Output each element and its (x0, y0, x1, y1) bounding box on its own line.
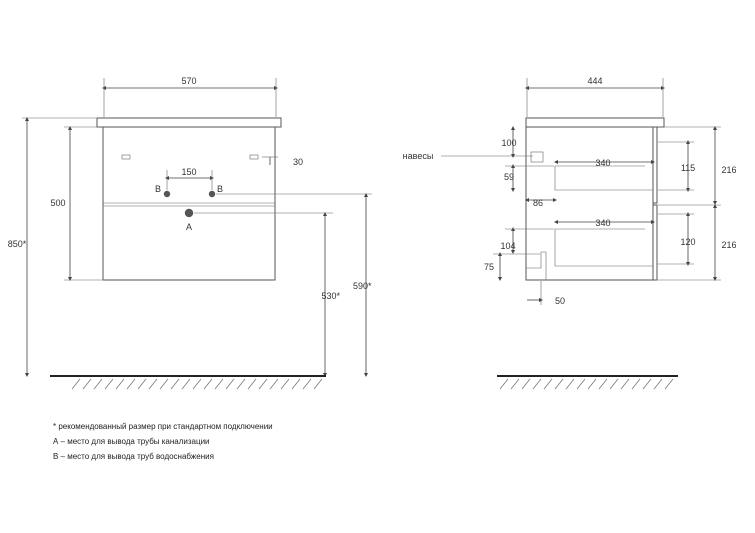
hatch-stroke (521, 378, 531, 390)
hatch-stroke (137, 378, 147, 390)
water-hole-left (163, 190, 171, 198)
legend-notes: * рекомендованный размер при стандартном… (53, 422, 273, 461)
dim-59: 59 (504, 172, 514, 182)
dim-86: 86 (533, 198, 543, 208)
hatch-stroke (302, 378, 312, 390)
side-drawer-top (554, 166, 653, 191)
hatch-stroke (71, 378, 81, 390)
side-hanger (530, 151, 544, 163)
floor-hatch-front (71, 378, 323, 390)
side-cabinet (525, 126, 654, 281)
dim-216-top: 216 (721, 165, 736, 175)
dim-width-570: 570 (181, 76, 196, 86)
hatch-stroke (664, 378, 674, 390)
dim-drawer-depth-top: 340 (595, 158, 610, 168)
note-a-drain: А – место для вывода трубы канализации (53, 437, 210, 446)
hatch-stroke (203, 378, 213, 390)
hatch-stroke (148, 378, 158, 390)
hatch-stroke (225, 378, 235, 390)
hatch-stroke (653, 378, 663, 390)
floor-hatch-side (499, 378, 674, 390)
dim-depth-444: 444 (587, 76, 602, 86)
front-countertop (96, 117, 282, 128)
dim-hanger-30: 30 (293, 157, 303, 167)
hatch-stroke (280, 378, 290, 390)
label-a: A (186, 222, 192, 232)
side-drawer-bottom (554, 229, 653, 267)
hatch-stroke (543, 378, 553, 390)
dim-115: 115 (681, 163, 695, 173)
label-b-left: B (155, 184, 161, 194)
label-hangers: навесы (403, 151, 434, 161)
dim-50: 50 (555, 296, 565, 306)
dim-height-850: 850* (8, 239, 27, 249)
hatch-stroke (181, 378, 191, 390)
front-cabinet (102, 126, 276, 281)
dim-height-530: 530* (321, 291, 340, 301)
hatch-stroke (620, 378, 630, 390)
side-countertop (525, 117, 665, 128)
hatch-stroke (82, 378, 92, 390)
hatch-stroke (642, 378, 652, 390)
hatch-stroke (554, 378, 564, 390)
hatch-stroke (631, 378, 641, 390)
dim-216-bottom: 216 (721, 240, 736, 250)
hatch-stroke (104, 378, 114, 390)
hatch-stroke (269, 378, 279, 390)
hatch-stroke (170, 378, 180, 390)
hatch-stroke (214, 378, 224, 390)
hatch-stroke (532, 378, 542, 390)
dim-hole-spacing: 150 (181, 167, 196, 177)
hatch-stroke (126, 378, 136, 390)
water-hole-right (208, 190, 216, 198)
hatch-stroke (587, 378, 597, 390)
hatch-stroke (598, 378, 608, 390)
hatch-stroke (115, 378, 125, 390)
note-recommended: * рекомендованный размер при стандартном… (53, 422, 273, 431)
dim-120: 120 (680, 237, 695, 247)
dim-100: 100 (501, 138, 516, 148)
label-b-right: B (217, 184, 223, 194)
hatch-stroke (565, 378, 575, 390)
hatch-stroke (576, 378, 586, 390)
hatch-stroke (159, 378, 169, 390)
hatch-stroke (258, 378, 268, 390)
hatch-stroke (313, 378, 323, 390)
dim-height-500: 500 (50, 198, 65, 208)
dim-drawer-depth-bottom: 340 (595, 218, 610, 228)
dim-75: 75 (484, 262, 494, 272)
drain-hole (184, 208, 194, 218)
hatch-stroke (247, 378, 257, 390)
hatch-stroke (192, 378, 202, 390)
hatch-stroke (499, 378, 509, 390)
hanger-left (121, 154, 131, 160)
hatch-stroke (510, 378, 520, 390)
hatch-stroke (609, 378, 619, 390)
front-view: 570 150 B B A 30 500 850* 530* 590* (8, 76, 372, 390)
hanger-right (249, 154, 259, 160)
hatch-stroke (93, 378, 103, 390)
dim-height-590: 590* (353, 281, 372, 291)
side-view: 444 навесы 100 59 86 104 75 50 340 340 1… (403, 76, 737, 390)
note-b-water: В – место для вывода труб водоснабжения (53, 452, 214, 461)
hatch-stroke (236, 378, 246, 390)
dim-104: 104 (500, 241, 515, 251)
hatch-stroke (291, 378, 301, 390)
